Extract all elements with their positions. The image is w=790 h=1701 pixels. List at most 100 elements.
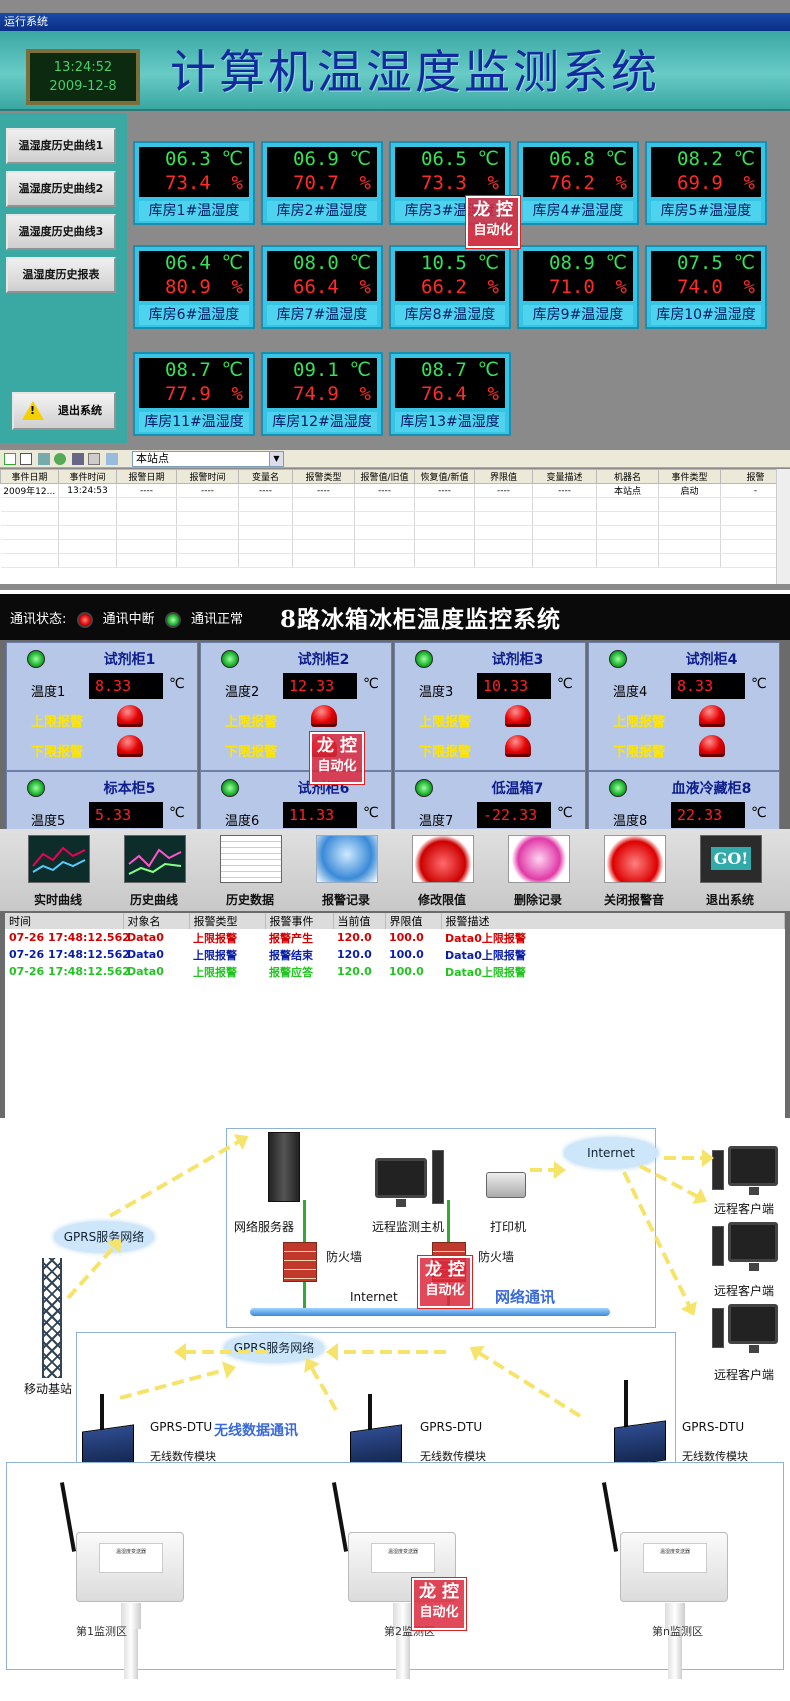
window-titlebar: 运行系统 bbox=[0, 13, 790, 31]
table-cell: ---- bbox=[354, 483, 415, 498]
alarm-cell: 120.0 bbox=[337, 931, 372, 944]
event-column-header[interactable]: 事件日期 bbox=[0, 469, 59, 484]
table-cell bbox=[0, 525, 59, 540]
alarm-column-header[interactable]: 报警描述 bbox=[441, 913, 785, 929]
firewall-label-2: 防火墙 bbox=[478, 1250, 515, 1264]
table-row[interactable] bbox=[0, 525, 790, 540]
settings-icon[interactable] bbox=[88, 453, 100, 465]
room-label: 库房5#温湿度 bbox=[651, 201, 761, 221]
print-icon[interactable] bbox=[72, 453, 84, 465]
temperature-unit: ℃ bbox=[733, 252, 755, 274]
table-cell bbox=[0, 553, 59, 568]
table-cell bbox=[0, 497, 59, 512]
chevron-down-icon[interactable]: ▼ bbox=[269, 452, 283, 466]
check-icon[interactable] bbox=[4, 453, 16, 465]
close-icon[interactable] bbox=[20, 453, 32, 465]
mute-alarm-button[interactable]: 关闭报警音 bbox=[586, 829, 682, 911]
refresh-icon[interactable] bbox=[54, 453, 66, 465]
exit-system-button-2[interactable]: GO! 退出系统 bbox=[682, 829, 778, 911]
alarm-cell: Data0 bbox=[127, 948, 164, 961]
alarm-column-header[interactable]: 报警类型 bbox=[189, 913, 266, 929]
fridge-name: 低温箱7 bbox=[491, 781, 544, 797]
table-cell bbox=[238, 539, 293, 554]
room-label: 库房8#温湿度 bbox=[395, 305, 505, 325]
monitor-icon bbox=[375, 1158, 427, 1207]
room-temperature: 06.9℃ bbox=[267, 147, 377, 171]
comm-status: 通讯状态: 通讯中断 通讯正常 bbox=[10, 608, 243, 628]
comm-on-label: 通讯正常 bbox=[190, 612, 243, 627]
table-row[interactable] bbox=[0, 497, 790, 512]
humidity-value: 80.9 bbox=[165, 276, 211, 298]
event-column-header[interactable]: 机器名 bbox=[596, 469, 659, 484]
history-curve-1-button[interactable]: 温湿度历史曲线1 bbox=[6, 128, 116, 164]
remote-client-tower-icon bbox=[712, 1150, 724, 1190]
event-column-header[interactable]: 事件时间 bbox=[58, 469, 117, 484]
event-table-scrollbar[interactable] bbox=[776, 469, 790, 584]
internet-bus-label: Internet bbox=[350, 1290, 398, 1304]
alarm-column-header[interactable]: 界限值 bbox=[385, 913, 442, 929]
table-row[interactable] bbox=[0, 553, 790, 568]
event-column-header[interactable]: 报警类型 bbox=[292, 469, 355, 484]
realtime-curve-button[interactable]: 实时曲线 bbox=[10, 829, 106, 911]
connector-line bbox=[303, 1200, 306, 1242]
table-cell bbox=[58, 511, 117, 526]
connector-line bbox=[447, 1200, 450, 1242]
watermark-text-2: 自动化 bbox=[419, 1605, 459, 1620]
event-table-header: 事件日期事件时间报警日期报警时间变量名报警类型报警值/旧值恢复值/新值界限值变量… bbox=[0, 469, 790, 484]
fridge-name: 标本柜5 bbox=[103, 781, 156, 797]
alarm-column-header[interactable]: 对象名 bbox=[123, 913, 190, 929]
history-curve-button[interactable]: 历史曲线 bbox=[106, 829, 202, 911]
sensor-probe bbox=[396, 1629, 410, 1679]
remote-client-tower-icon bbox=[712, 1226, 724, 1266]
humidity-unit: % bbox=[743, 172, 755, 194]
exit-system-button[interactable]: ! 退出系统 bbox=[12, 392, 116, 430]
station-select[interactable]: 本站点 ▼ bbox=[132, 451, 284, 467]
alarm-column-header[interactable]: 当前值 bbox=[333, 913, 386, 929]
antenna-icon bbox=[368, 1394, 372, 1434]
event-column-header[interactable]: 事件类型 bbox=[658, 469, 721, 484]
upper-alarm-lamp-icon bbox=[505, 705, 531, 727]
alarm-cell: 报警产生 bbox=[269, 931, 313, 945]
table-cell bbox=[532, 497, 597, 512]
delete-record-button[interactable]: 删除记录 bbox=[490, 829, 586, 911]
alarm-cell: 100.0 bbox=[389, 931, 424, 944]
room-temperature: 08.7℃ bbox=[395, 358, 505, 382]
history-report-button[interactable]: 温湿度历史报表 bbox=[6, 257, 116, 293]
history-curve-2-button[interactable]: 温湿度历史曲线2 bbox=[6, 171, 116, 207]
history-curve-icon bbox=[124, 835, 186, 883]
alarm-record-button[interactable]: 报警记录 bbox=[298, 829, 394, 911]
table-cell bbox=[238, 511, 293, 526]
room-humidity: 80.9% bbox=[139, 275, 249, 299]
alarm-column-header[interactable]: 时间 bbox=[5, 913, 124, 929]
alarm-cell: 100.0 bbox=[389, 965, 424, 978]
event-column-header[interactable]: 恢复值/新值 bbox=[414, 469, 475, 484]
table-cell bbox=[176, 525, 239, 540]
history-curve-3-button[interactable]: 温湿度历史曲线3 bbox=[6, 214, 116, 250]
history-data-button[interactable]: 历史数据 bbox=[202, 829, 298, 911]
table-cell bbox=[238, 497, 293, 512]
table-row[interactable]: 2009年12...13:24:53----------------------… bbox=[0, 483, 790, 498]
list-icon[interactable] bbox=[106, 453, 118, 465]
table-cell bbox=[532, 553, 597, 568]
table-row[interactable] bbox=[0, 511, 790, 526]
alarm-column-header[interactable]: 报警事件 bbox=[265, 913, 334, 929]
expand-icon[interactable] bbox=[38, 453, 50, 465]
modify-limit-button[interactable]: 修改限值 bbox=[394, 829, 490, 911]
event-column-header[interactable]: 报警 bbox=[720, 469, 790, 484]
printer-icon bbox=[486, 1172, 526, 1198]
event-column-header[interactable]: 界限值 bbox=[474, 469, 533, 484]
comm-status-label: 通讯状态: bbox=[10, 612, 67, 627]
event-column-header[interactable]: 报警值/旧值 bbox=[354, 469, 415, 484]
table-row[interactable] bbox=[0, 539, 790, 554]
lower-alarm-label: 下限报警 bbox=[31, 745, 84, 760]
upper-alarm-label: 上限报警 bbox=[31, 715, 84, 730]
event-column-header[interactable]: 报警日期 bbox=[116, 469, 177, 484]
event-column-header[interactable]: 变量描述 bbox=[532, 469, 597, 484]
event-column-header[interactable]: 报警时间 bbox=[176, 469, 239, 484]
realtime-curve-icon bbox=[28, 835, 90, 883]
function-toolbar: 实时曲线 历史曲线 历史数据 报警记录 修改限值 删除记录 关闭报警音 bbox=[0, 829, 790, 911]
event-column-header[interactable]: 变量名 bbox=[238, 469, 293, 484]
